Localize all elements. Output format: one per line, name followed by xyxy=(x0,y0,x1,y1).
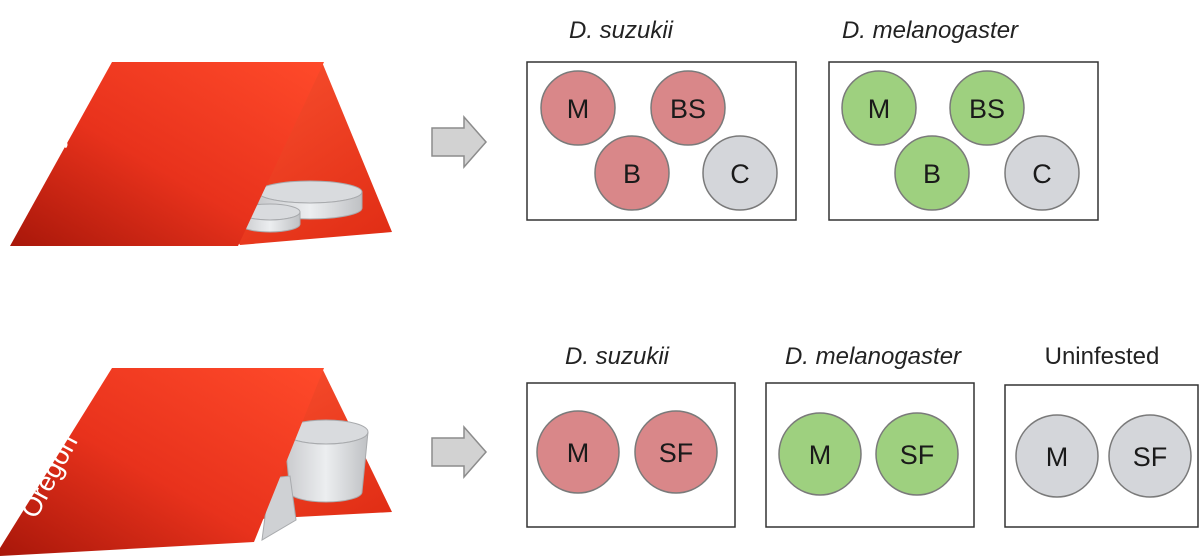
dish-label: M xyxy=(868,94,891,124)
arrow-oregon xyxy=(431,425,487,479)
trap-italy-front xyxy=(10,62,324,246)
trap-italy: Italy xyxy=(10,62,392,246)
trap-oregon-front xyxy=(0,368,324,556)
dish-circle xyxy=(1108,414,1192,498)
dish-circle xyxy=(894,135,970,211)
trap-italy-dishes xyxy=(239,180,363,233)
box-header: D. suzukii xyxy=(565,343,670,370)
dish: M xyxy=(540,70,616,146)
dish: B xyxy=(894,135,970,211)
dish: C xyxy=(1004,135,1080,211)
dish: BS xyxy=(650,70,726,146)
dish: C xyxy=(702,135,778,211)
dish-circle xyxy=(702,135,778,211)
dish-label: M xyxy=(1046,442,1069,472)
dish-circle xyxy=(536,410,620,494)
dish-circle xyxy=(634,410,718,494)
dish-label: B xyxy=(623,159,641,189)
dish-circle xyxy=(1015,414,1099,498)
dish-circle xyxy=(778,412,862,496)
box-header: Uninfested xyxy=(1045,343,1160,370)
dish-label: SF xyxy=(900,440,935,470)
dish-circle xyxy=(650,70,726,146)
dish-label: SF xyxy=(659,438,694,468)
dish: SF xyxy=(634,410,718,494)
dish-label: SF xyxy=(1133,442,1168,472)
dish-label: M xyxy=(567,438,590,468)
dish-circle xyxy=(841,70,917,146)
dish-label: BS xyxy=(969,94,1005,124)
dish: M xyxy=(778,412,862,496)
dish-label: B xyxy=(923,159,941,189)
trap-oregon-cup xyxy=(261,419,369,541)
dish-circle xyxy=(594,135,670,211)
dish-circle xyxy=(949,70,1025,146)
box-header: D. melanogaster xyxy=(785,343,962,370)
trap-oregon: Oregon xyxy=(0,368,392,556)
dish: M xyxy=(536,410,620,494)
dish-circle xyxy=(540,70,616,146)
box-header: D. suzukii xyxy=(569,17,674,44)
dish-circle xyxy=(1004,135,1080,211)
dish: SF xyxy=(1108,414,1192,498)
dish: BS xyxy=(949,70,1025,146)
arrow-italy xyxy=(431,115,487,169)
dish: B xyxy=(594,135,670,211)
dish-circle xyxy=(875,412,959,496)
box-header: D. melanogaster xyxy=(842,17,1019,44)
dish-label: C xyxy=(730,159,750,189)
dish: M xyxy=(841,70,917,146)
dish-label: C xyxy=(1032,159,1052,189)
dish-label: M xyxy=(567,94,590,124)
dish: M xyxy=(1015,414,1099,498)
dish-label: M xyxy=(809,440,832,470)
dish-label: BS xyxy=(670,94,706,124)
dish: SF xyxy=(875,412,959,496)
